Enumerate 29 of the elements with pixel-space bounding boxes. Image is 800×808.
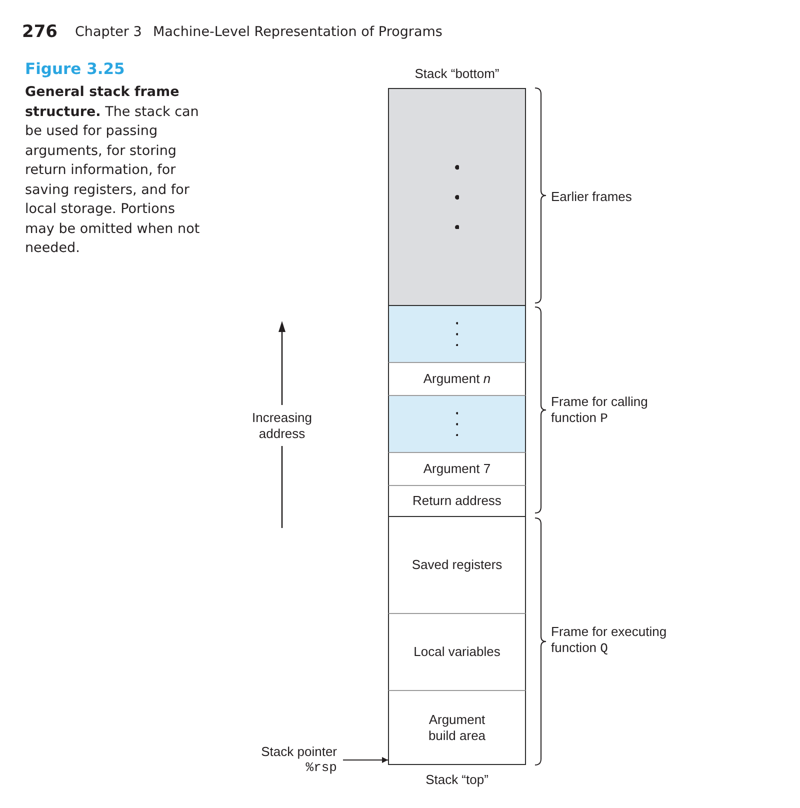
cell-label: Return address bbox=[412, 493, 502, 509]
cell-label: Argument build area bbox=[427, 712, 487, 744]
stack-slot bbox=[388, 88, 526, 305]
stack-slot bbox=[388, 516, 526, 613]
stack-slot bbox=[388, 362, 526, 395]
cell-label: Argument n bbox=[423, 371, 491, 387]
register-name: %rsp bbox=[304, 760, 337, 776]
chapter-label: Chapter 3 bbox=[75, 24, 143, 40]
chapter-title: Machine-Level Representation of Programs bbox=[153, 24, 444, 40]
pointer-label: Stack pointer bbox=[260, 744, 337, 760]
stack-slot bbox=[388, 452, 526, 485]
direction-label: Increasing address bbox=[251, 410, 313, 442]
stack-slot bbox=[388, 613, 526, 690]
frame-label: Frame for executing function Q bbox=[551, 624, 668, 657]
frame-label: Earlier frames bbox=[551, 189, 633, 205]
stack-end-label: Stack “bottom” bbox=[414, 66, 500, 82]
stack-slot bbox=[388, 305, 526, 362]
stack-slot bbox=[388, 395, 526, 452]
figure-caption: General stack frame structure. The stack can be used for passing arguments, for storing return information, for saving registers, and for local storage. Portions may be omitted when not needed. bbox=[25, 83, 201, 258]
frame-label: Frame for calling function P bbox=[551, 394, 649, 427]
arrow bbox=[342, 757, 388, 763]
page-number: 276 bbox=[22, 22, 58, 42]
stack-slot bbox=[388, 485, 526, 516]
stack-end-label: Stack “top” bbox=[424, 772, 490, 788]
cell-label: Argument 7 bbox=[423, 461, 491, 477]
stack-slot bbox=[388, 690, 526, 765]
cell-label: Local variables bbox=[414, 644, 500, 660]
cell-label: Saved registers bbox=[412, 557, 502, 573]
figure-number: Figure 3.25 bbox=[25, 59, 125, 79]
